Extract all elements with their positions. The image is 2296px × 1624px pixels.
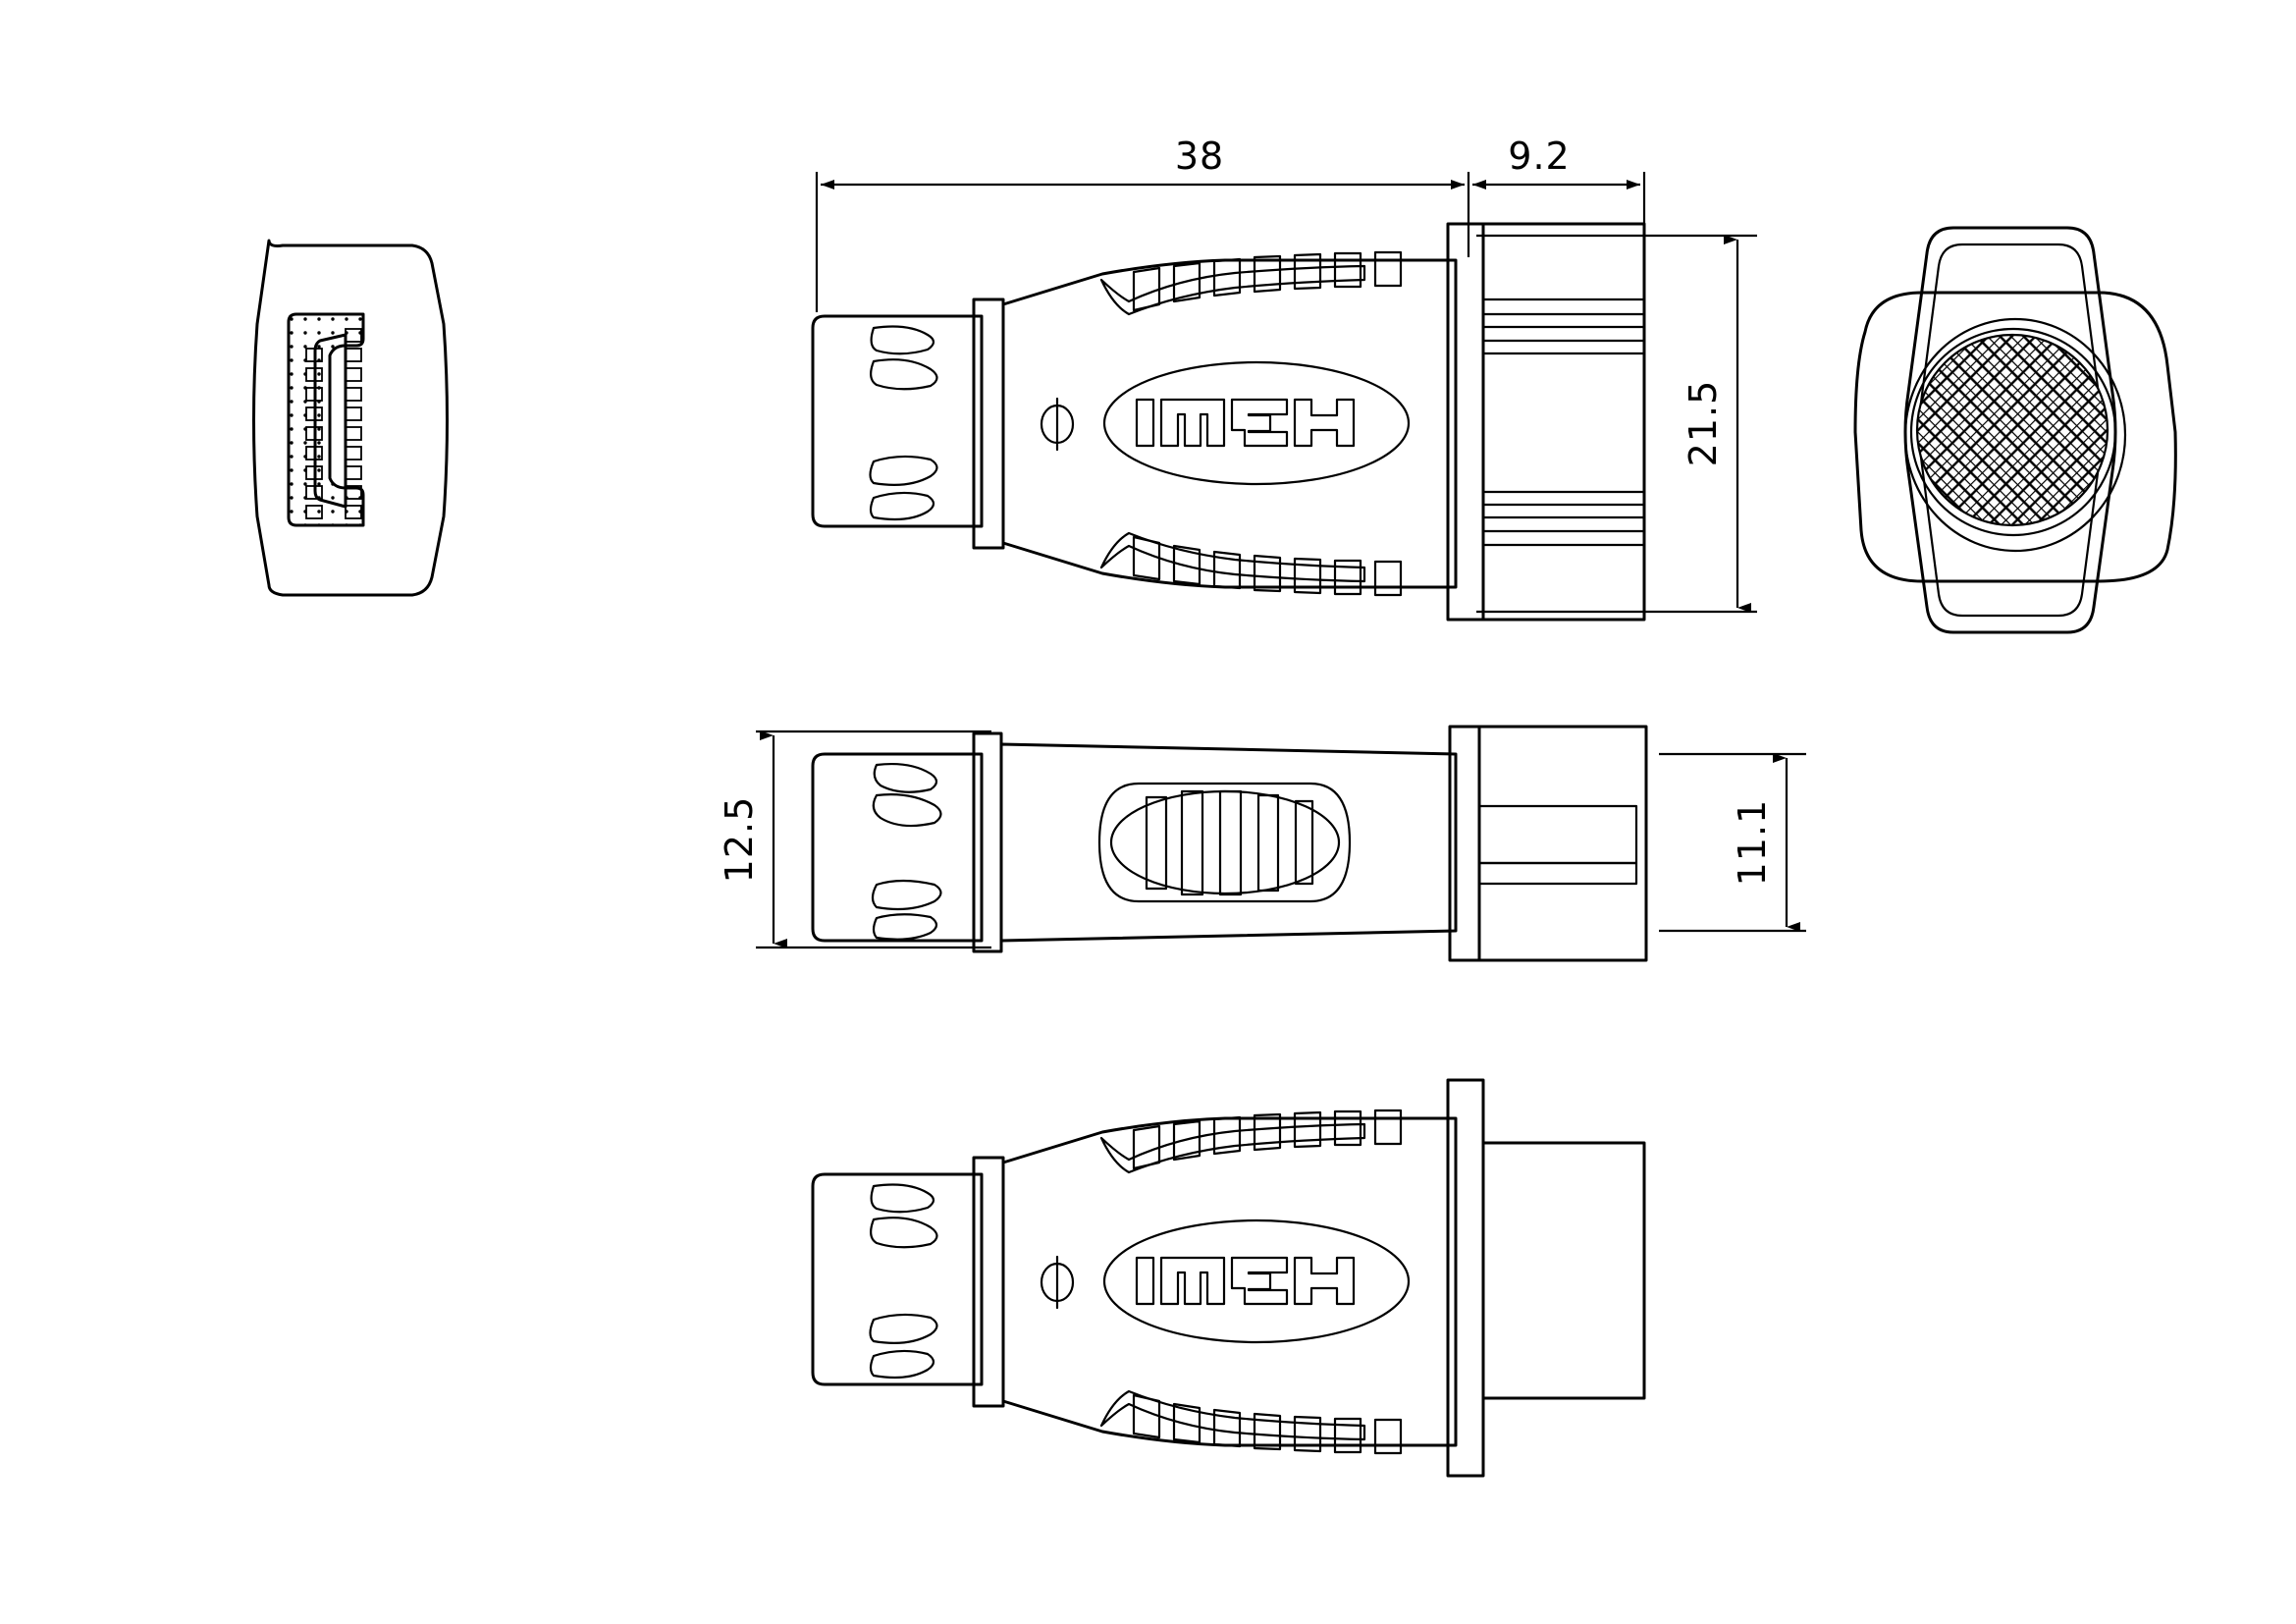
bottom-shell-latch-tabs (869, 1183, 938, 1380)
rear-view (1853, 226, 2177, 634)
hdmi-logo-bottom (1102, 1218, 1411, 1344)
rear-inner-silhouette (1918, 243, 2103, 618)
top-view: 38 9.2 21.5 (811, 135, 1757, 622)
bottom-overmould-body (1001, 1116, 1458, 1447)
side-cable-boot (1477, 725, 1648, 962)
side-view: 12.5 11.1 (718, 725, 1806, 962)
rear-inner-ring (1909, 327, 2117, 537)
top-flange-collar (972, 298, 1005, 550)
front-pin-contacts-left (305, 348, 323, 519)
side-overmould-body (999, 742, 1458, 943)
side-plug-shell (811, 752, 984, 943)
rear-body-outline (1853, 291, 2177, 583)
top-boot-ribs-lower (1481, 490, 1646, 547)
hdmi-logo-top (1102, 360, 1411, 486)
top-grip-ribs-lower (1099, 531, 1403, 597)
top-rear-collar (1446, 222, 1485, 622)
front-port-tongue (313, 333, 347, 509)
dim-label-9-2: 9.2 (1508, 135, 1570, 178)
bottom-grip-ribs-lower (1099, 1389, 1403, 1455)
side-flange-collar (972, 731, 1003, 953)
front-pin-contacts-right (345, 328, 362, 519)
top-overmould-body (1001, 258, 1458, 589)
bottom-plug-shell (811, 1172, 984, 1386)
top-grip-ribs-upper (1099, 250, 1403, 316)
bottom-cable-boot (1481, 1141, 1646, 1400)
bottom-grip-ribs-upper (1099, 1109, 1403, 1174)
top-plug-shell (811, 314, 984, 528)
side-boot-inner-step-2 (1477, 861, 1638, 886)
bottom-rear-collar (1446, 1078, 1485, 1478)
top-boot-ribs-upper (1481, 298, 1646, 355)
rear-outer-silhouette (1903, 226, 2117, 634)
side-grip-pad (1097, 782, 1352, 903)
phi-marker-icon-top (1040, 397, 1075, 452)
dimension-group-top-view: 38 9.2 21.5 (815, 135, 1757, 614)
dimension-group-side-view: 12.5 11.1 (718, 730, 1806, 949)
dim-label-38: 38 (1175, 135, 1224, 178)
side-boot-inner-step (1477, 804, 1638, 865)
front-face-view (252, 239, 449, 597)
dim-label-21-5: 21.5 (1682, 380, 1725, 467)
side-shell-latch-tabs (871, 762, 942, 941)
top-cable-boot (1481, 222, 1646, 622)
dim-label-11-1: 11.1 (1731, 799, 1774, 887)
bottom-flange-collar (972, 1156, 1005, 1408)
phi-marker-icon-bottom (1040, 1255, 1075, 1310)
top-shell-latch-tabs (869, 325, 938, 521)
front-housing-outline (252, 239, 449, 597)
rear-cable-knurl (1915, 333, 2109, 527)
rear-middle-ring (1903, 317, 2127, 553)
bottom-view (811, 1078, 1646, 1478)
dim-label-12-5: 12.5 (718, 796, 761, 884)
